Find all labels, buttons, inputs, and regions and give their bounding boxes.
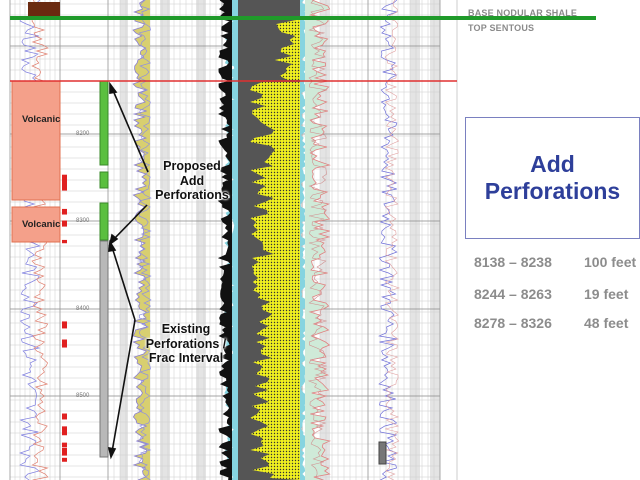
track-shading: [410, 0, 420, 480]
interval-row: 8278 – 8326 48 feet: [474, 315, 628, 331]
depth-label: 8400: [76, 306, 90, 312]
log-flag: [62, 208, 67, 215]
interval-range: 8278 – 8326: [474, 315, 552, 331]
log-flag: [62, 442, 67, 448]
annotation-line: Add: [179, 173, 205, 188]
log-flag: [62, 457, 67, 462]
track-shading: [160, 0, 170, 480]
interval-row: 8244 – 8263 19 feet: [474, 286, 628, 302]
pay-zone-fill: [274, 20, 300, 80]
log-flag: [62, 220, 67, 227]
panel-title: Add: [530, 151, 575, 177]
log-flag: [62, 182, 67, 191]
log-flag: [62, 174, 67, 183]
log-flag: [62, 339, 67, 348]
log-flag: [62, 427, 67, 436]
existing-perforations-annotation: Existing Perforations / Frac Interval: [136, 322, 236, 366]
volcanic-label: Volcanic: [22, 114, 61, 125]
depth-label: 8200: [76, 131, 90, 137]
interval-range: 8244 – 8263: [474, 286, 552, 302]
interval-range: 8138 – 8238: [474, 254, 552, 270]
log-flag: [62, 413, 67, 420]
interval-length: 100 feet: [584, 254, 637, 270]
annotation-line: Proposed: [163, 159, 221, 173]
log-curve: [308, 0, 331, 480]
curve-fill: [133, 0, 150, 480]
track-shading: [120, 0, 128, 480]
track-shading: [430, 0, 440, 480]
existing-perf-bar: [99, 240, 109, 458]
proposed-perf-bar-3: [99, 202, 109, 241]
annotation-line: Frac Interval: [148, 351, 224, 365]
interval-length: 19 feet: [584, 286, 629, 302]
interval-row: 8138 – 8238 100 feet: [474, 254, 636, 270]
depth-label: 8500: [76, 393, 90, 399]
proposed-perforations-annotation: Proposed Add Perforations: [142, 159, 242, 203]
log-marker-box: [378, 441, 387, 465]
interval-length: 48 feet: [584, 315, 629, 331]
annotation-line: Existing: [161, 322, 211, 336]
log-flag: [62, 239, 67, 244]
log-flag: [62, 321, 67, 325]
add-perforations-panel: Add Perforations: [465, 117, 640, 239]
log-flag: [62, 324, 67, 329]
curve-fill: [305, 0, 330, 480]
curve-fill: [300, 0, 308, 480]
pay-zone-fill: [250, 82, 300, 480]
volcanic-interval-2: [11, 206, 61, 243]
log-curve: [384, 0, 401, 480]
log-curve: [217, 0, 234, 480]
lithology-block: [28, 2, 60, 16]
track-shading: [196, 0, 206, 480]
log-curves: [18, 0, 401, 480]
log-curve: [132, 0, 148, 480]
volcanic-interval-1: [11, 80, 61, 201]
log-curve: [307, 0, 328, 480]
log-curve: [138, 0, 152, 480]
curve-fill: [219, 0, 232, 480]
top-sentous-label: TOP SENTOUS: [468, 23, 535, 33]
volcanic-label: Volcanic: [22, 219, 61, 230]
annotation-arrows: [107, 81, 149, 460]
base-nodular-shale-label: BASE NODULAR SHALE: [468, 8, 578, 18]
annotation-line: Perforations: [155, 188, 229, 202]
proposed-perf-bar-2: [99, 171, 109, 189]
panel-title: Perforations: [484, 178, 621, 204]
log-flag: [62, 447, 67, 456]
proposed-perf-bar-1: [99, 80, 109, 166]
annotation-line: Perforations /: [145, 336, 227, 351]
depth-label: 8300: [76, 218, 90, 224]
